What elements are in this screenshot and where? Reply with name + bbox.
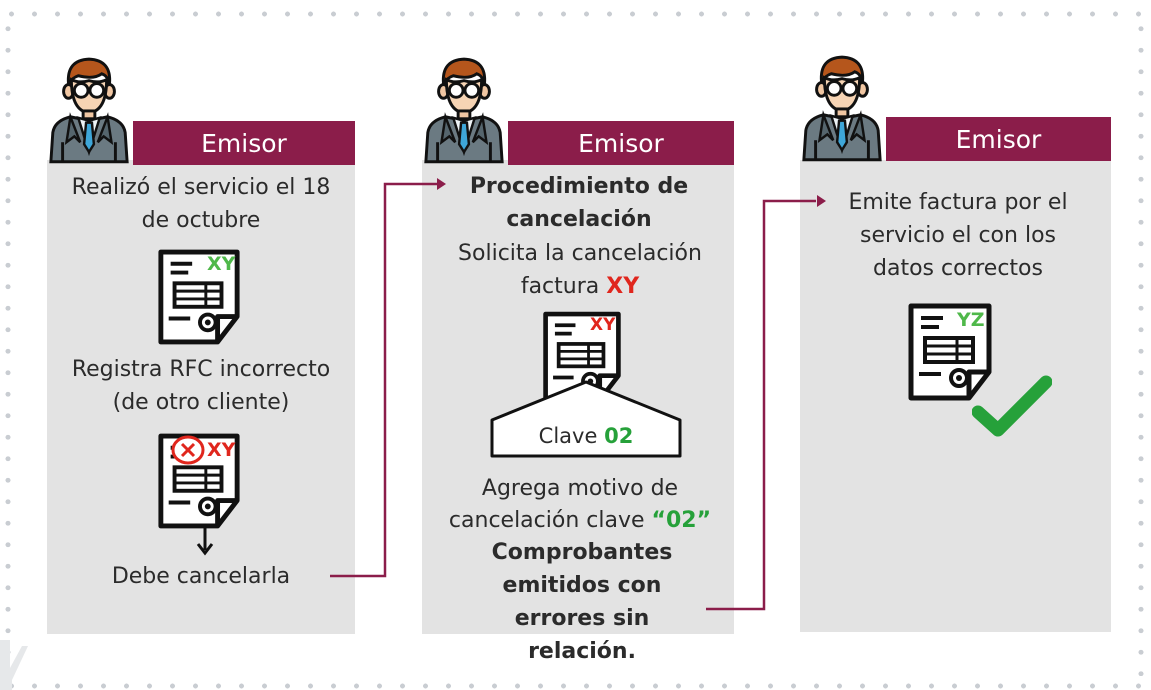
request-text-main: Solicita la cancelación factura [458, 241, 702, 299]
clave-box [490, 380, 682, 458]
connector-step1-to-step2 [330, 178, 446, 578]
wrong-rfc-text: Registra RFC incorrecto (de otro cliente… [71, 357, 331, 415]
role-label-text: Emisor [578, 128, 664, 158]
clave-text: Clave 02 [492, 424, 680, 448]
dotted-border-top [0, 11, 1151, 17]
issue-invoice-text: Emite factura por el servicio el con los… [848, 190, 1068, 281]
clave-value: 02 [604, 424, 634, 448]
doc-code-label: YZ [956, 309, 985, 331]
corner-decoration [0, 640, 28, 690]
reason-text-2: cancelación clave “02” [432, 504, 728, 537]
procedure-title: Procedimiento de cancelación [469, 174, 689, 232]
error-circle-x-icon [171, 435, 205, 465]
doc-code-label: XY [207, 253, 236, 275]
clave-label: Clave [538, 424, 598, 448]
step1-card [47, 160, 355, 634]
reason-text-1: Agrega motivo de [481, 476, 679, 501]
must-cancel-text: Debe cancelarla [111, 564, 291, 589]
doc-code-error-text: XY [207, 439, 236, 461]
dotted-border-bottom [0, 683, 1151, 689]
doc-code-label: XY [590, 315, 616, 335]
doc-code-text: XY [590, 315, 616, 335]
request-code: XY [606, 274, 640, 299]
reason-text-2-main: cancelación clave [448, 508, 645, 533]
service-date-text: Realizó el servicio el 18 de octubre [71, 175, 331, 233]
role-label-text: Emisor [201, 128, 287, 158]
reason-bold-text: Comprobantes emitidos con errores sin re… [491, 540, 673, 664]
role-label-text: Emisor [955, 124, 1042, 154]
dotted-border-right [1138, 18, 1144, 676]
doc-code-text: XY [207, 253, 236, 275]
connector-step2-to-step3 [706, 195, 826, 611]
role-label: Emisor [886, 117, 1111, 161]
down-arrow-icon [196, 526, 214, 556]
role-label: Emisor [133, 121, 355, 165]
request-text: Solicita la cancelación factura XY [440, 237, 720, 303]
reason-code: “02” [651, 508, 712, 533]
dotted-border-left [5, 18, 11, 676]
doc-code-error-label: XY [207, 439, 236, 461]
role-label: Emisor [508, 121, 734, 165]
doc-code-text: YZ [956, 309, 985, 331]
checkmark-icon [972, 375, 1052, 437]
